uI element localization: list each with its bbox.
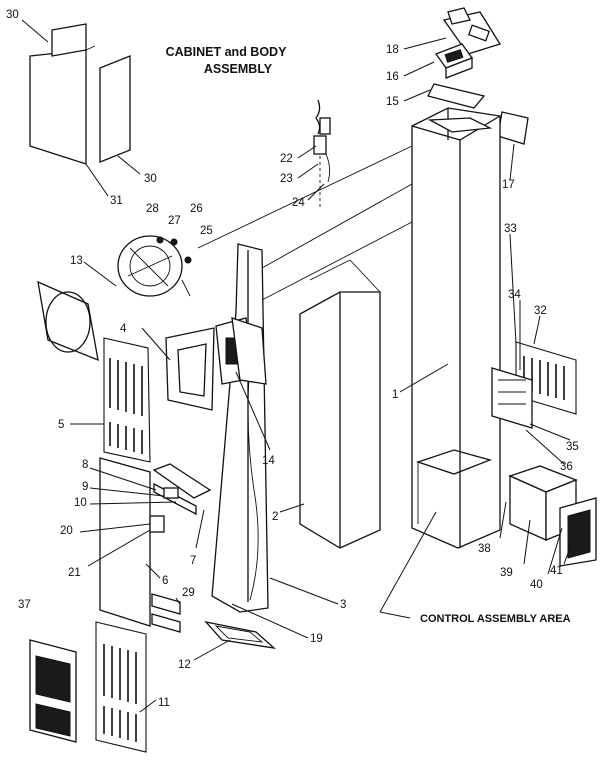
callout-39: 39 [500,567,513,579]
callout-13: 13 [70,255,83,267]
callout-26: 26 [190,203,203,215]
callout-17: 17 [502,179,515,191]
top-cap-16 [434,43,474,79]
ring-13 [37,280,99,362]
base-plate-12 [204,620,277,649]
callout-28: 28 [146,203,159,215]
callout-4: 4 [120,323,127,335]
lower-grille-11 [95,621,147,753]
callout-20: 20 [60,525,73,537]
component-14 [215,317,267,385]
callout-6: 6 [162,575,168,587]
callout-1: 1 [392,389,398,401]
blower-wheel-28 [117,235,192,297]
callout-34: 34 [508,289,521,301]
callout-31: 31 [110,195,123,207]
leader-lines [21,19,573,713]
callout-2: 2 [272,511,278,523]
column-3 [211,243,269,613]
callout-23: 23 [280,173,293,185]
part-17 [497,111,529,145]
callout-33: 33 [504,223,517,235]
callout-15: 15 [386,96,399,108]
callout-8: 8 [82,459,88,471]
top-bracket-18 [442,7,501,55]
frame-34 [491,367,533,429]
grille-5 [103,337,151,463]
grille-41 [559,497,597,567]
callout-41: 41 [550,565,563,577]
callout-24: 24 [292,197,305,209]
callout-40: 40 [530,579,543,591]
callout-21: 21 [68,567,81,579]
cabinet-body-1 [411,107,501,549]
callout-27: 27 [168,215,181,227]
callout-9: 9 [82,481,88,493]
alignment-lines [197,145,413,301]
callout-5: 5 [58,419,64,431]
switch-22 [313,99,331,210]
callout-7: 7 [190,555,196,567]
callout-30-right: 30 [144,173,157,185]
side-panel-2 [299,259,381,549]
callout-35: 35 [566,441,579,453]
callout-32: 32 [534,305,547,317]
part-20 [149,515,165,533]
callout-19: 19 [310,633,323,645]
callout-25: 25 [200,225,213,237]
callout-30-top: 30 [6,9,19,21]
callout-12: 12 [178,659,191,671]
callout-29: 29 [182,587,195,599]
diagram-title-line1: CABINET and BODY [166,45,288,59]
callout-22: 22 [280,153,293,165]
top-plate-15 [427,83,486,109]
side-panel-30-right [99,55,131,163]
callout-10: 10 [74,497,87,509]
callout-3: 3 [340,599,346,611]
control-assembly-area-label: CONTROL ASSEMBLY AREA [420,613,571,625]
callout-18: 18 [386,44,399,56]
callout-14: 14 [262,455,275,467]
callout-16: 16 [386,71,399,83]
dark-grille-37 [29,639,77,743]
side-panel-30-left [29,23,96,165]
callout-37: 37 [18,599,31,611]
callout-38: 38 [478,543,491,555]
callout-labels: 30 30 31 18 16 15 22 23 24 17 26 27 28 2… [6,9,579,709]
front-panel-6 [99,457,151,627]
flange-4 [165,327,215,411]
control-bracket-7 [152,463,212,516]
callout-36: 36 [560,461,573,473]
diagram-title-line2: ASSEMBLY [204,62,273,76]
bracket-29 [151,593,181,633]
callout-11: 11 [158,697,170,709]
